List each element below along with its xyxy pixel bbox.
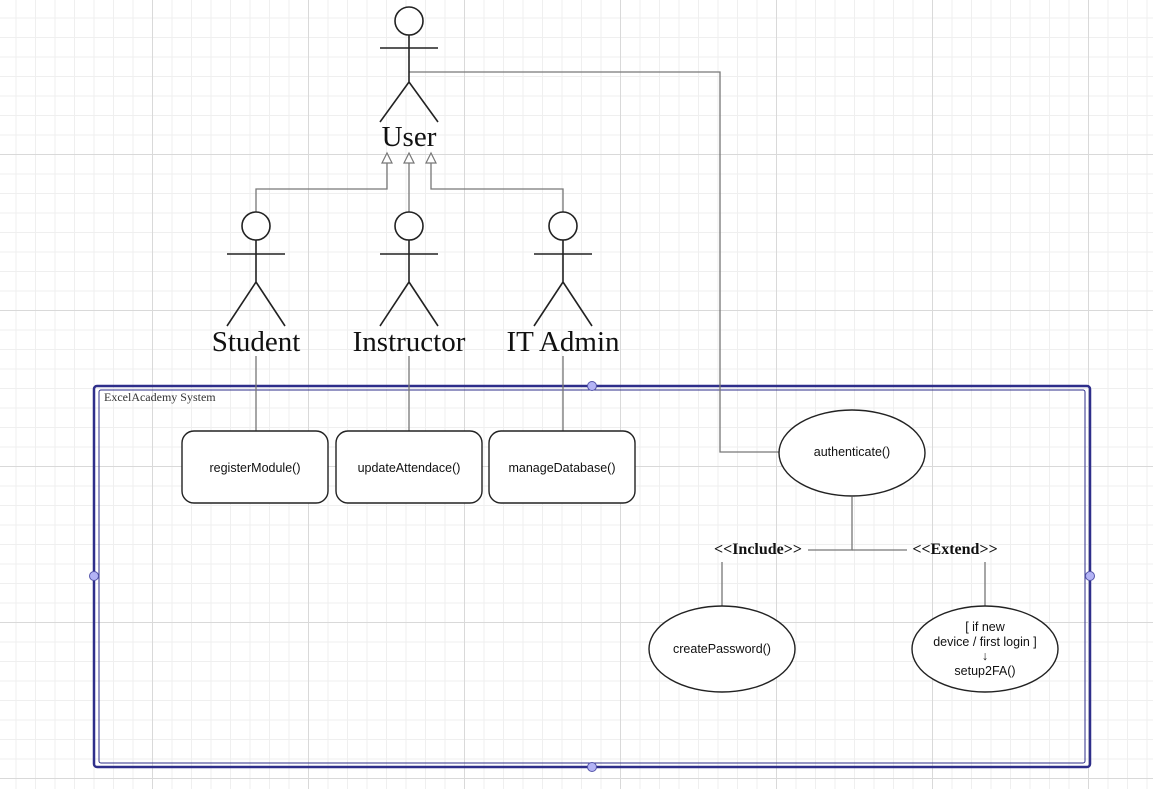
- actor-student-label: Student: [212, 326, 301, 358]
- usecase-manage-database-label: manageDatabase(): [508, 461, 615, 475]
- system-boundary[interactable]: ExcelAcademy System: [89, 381, 1095, 772]
- resize-handle-right[interactable]: [1085, 571, 1095, 581]
- usecase-register-module[interactable]: registerModule(): [181, 430, 329, 504]
- generalization-arrowhead-icon: [425, 151, 437, 164]
- actor-body-icon: [226, 240, 286, 327]
- extend-stereotype-label: <<Extend>>: [912, 541, 997, 558]
- actor-head-icon: [548, 211, 578, 241]
- authenticate-include-line[interactable]: [808, 497, 853, 551]
- usecase-setup2fa[interactable]: [ if new device / first login ] ↓ setup2…: [911, 605, 1059, 693]
- setup2fa-label: setup2FA(): [954, 664, 1015, 678]
- actor-head-icon: [394, 211, 424, 241]
- usecase-manage-database[interactable]: manageDatabase(): [488, 430, 636, 504]
- actor-student[interactable]: Student: [212, 211, 301, 358]
- usecase-create-password[interactable]: createPassword(): [648, 605, 796, 693]
- itadmin-generalization-line[interactable]: [430, 163, 564, 212]
- actor-body-icon: [379, 35, 439, 123]
- usecase-authenticate-label: authenticate(): [814, 445, 890, 459]
- actor-it-admin-label: IT Admin: [506, 326, 620, 358]
- setup2fa-arrow-icon: ↓: [982, 649, 988, 663]
- actor-head-icon: [241, 211, 271, 241]
- setup2fa-condition-line2: device / first login ]: [933, 635, 1037, 649]
- include-stereotype-label: <<Include>>: [714, 541, 802, 558]
- actor-user-label: User: [382, 121, 437, 153]
- actor-instructor-label: Instructor: [353, 326, 466, 358]
- actor-head-icon: [394, 6, 424, 36]
- actor-body-icon: [379, 240, 439, 327]
- setup2fa-condition-line1: [ if new: [965, 620, 1006, 634]
- generalization-connectors: [255, 151, 564, 212]
- association-connectors: [255, 71, 986, 606]
- usecase-create-password-label: createPassword(): [673, 642, 771, 656]
- system-title: ExcelAcademy System: [104, 390, 216, 404]
- actor-body-icon: [533, 240, 593, 327]
- usecase-register-module-label: registerModule(): [209, 461, 300, 475]
- resize-handle-top[interactable]: [587, 381, 597, 391]
- actor-user[interactable]: User: [379, 6, 439, 153]
- resize-handle-bottom[interactable]: [587, 762, 597, 772]
- generalization-arrowhead-icon: [381, 151, 393, 164]
- usecase-update-attendance-label: updateAttendace(): [358, 461, 461, 475]
- actor-it-admin[interactable]: IT Admin: [506, 211, 620, 358]
- student-generalization-line[interactable]: [255, 163, 388, 212]
- user-authenticate-association[interactable]: [409, 71, 779, 453]
- usecase-authenticate[interactable]: authenticate(): [778, 409, 926, 497]
- resize-handle-left[interactable]: [89, 571, 99, 581]
- actor-instructor[interactable]: Instructor: [353, 211, 466, 358]
- usecase-update-attendance[interactable]: updateAttendace(): [335, 430, 483, 504]
- generalization-arrowhead-icon: [403, 151, 415, 164]
